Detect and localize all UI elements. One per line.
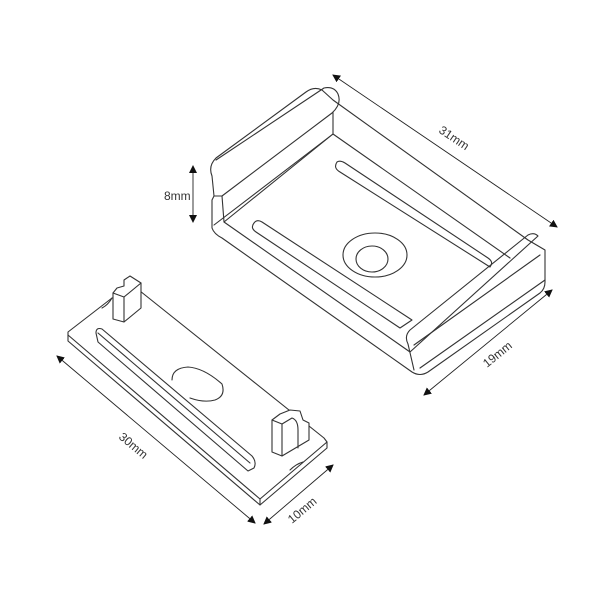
small-end-cap-clip [67, 275, 328, 506]
label-19mm: 19mm [480, 338, 515, 370]
label-30mm: 30mm [116, 430, 151, 462]
hole-outer [342, 232, 408, 278]
dimension-8mm: 8mm [164, 165, 197, 223]
hole-inner [355, 245, 389, 273]
label-10mm: 10mm [285, 494, 320, 526]
label-8mm: 8mm [164, 189, 191, 203]
large-mounting-clip [210, 87, 546, 376]
